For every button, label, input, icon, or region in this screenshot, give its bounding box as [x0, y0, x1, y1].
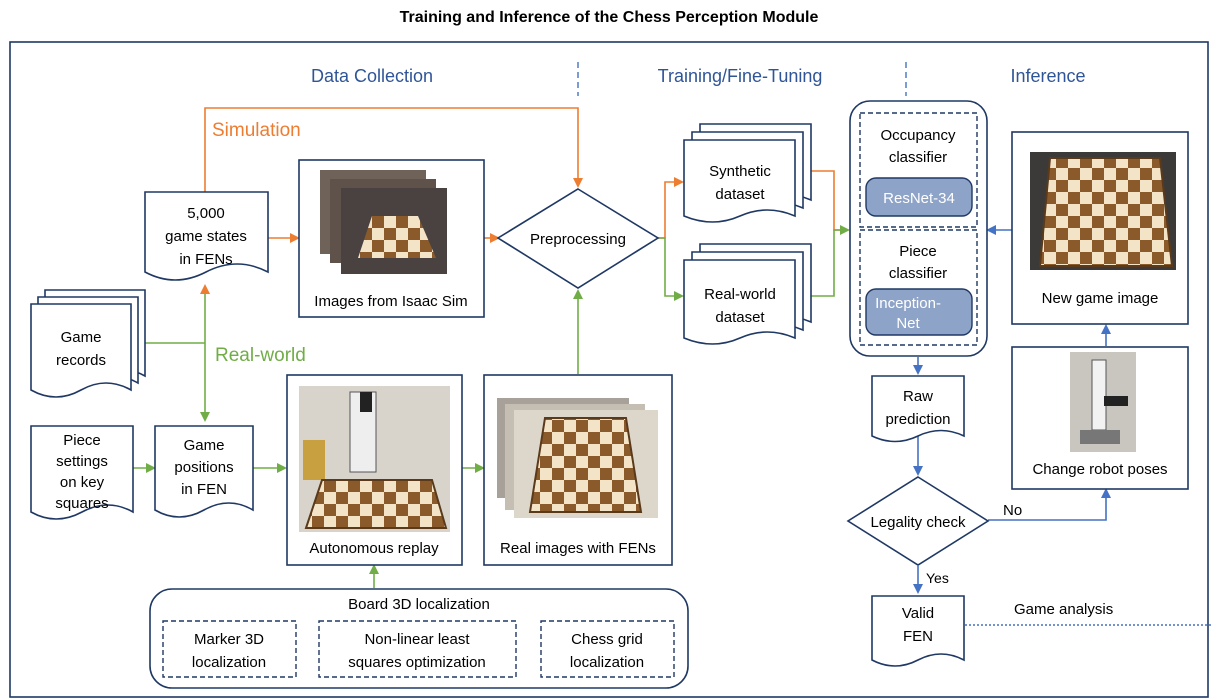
svg-text:Board 3D localization: Board 3D localization — [348, 596, 490, 613]
svg-text:squares optimization: squares optimization — [348, 654, 486, 671]
svg-text:in FENs: in FENs — [179, 251, 232, 268]
svg-text:game states: game states — [165, 228, 247, 245]
sim-chessboard — [358, 216, 436, 258]
label-yes: Yes — [926, 570, 949, 586]
doc-game-records: Game records — [30, 289, 146, 398]
svg-text:squares: squares — [55, 495, 108, 512]
svg-text:Piece: Piece — [899, 243, 937, 260]
doc-realworld-dataset: Real-world dataset — [683, 243, 812, 345]
preprocessing-diamond: Preprocessing — [496, 188, 660, 289]
diagram-title: Training and Inference of the Chess Perc… — [400, 9, 819, 26]
svg-text:New game image: New game image — [1042, 290, 1159, 307]
svg-text:positions: positions — [174, 459, 233, 476]
chess-grid-localization — [540, 620, 675, 678]
nonlinear-optimization — [318, 620, 517, 678]
svg-text:FEN: FEN — [903, 628, 933, 645]
section-training: Training/Fine-Tuning — [658, 66, 823, 86]
svg-text:Chess grid: Chess grid — [571, 631, 643, 648]
svg-text:in FEN: in FEN — [181, 481, 227, 498]
doc-game-states: 5,000 game states in FENs — [144, 191, 269, 281]
doc-game-positions: Game positions in FEN — [154, 425, 254, 518]
svg-text:ResNet-34: ResNet-34 — [883, 190, 955, 207]
svg-text:Valid: Valid — [902, 605, 934, 622]
outer-frame — [9, 41, 1209, 698]
box-isaac-sim: Images from Isaac Sim — [298, 159, 485, 318]
svg-text:Real images with FENs: Real images with FENs — [500, 540, 656, 557]
doc-raw-prediction: Raw prediction — [871, 375, 965, 443]
svg-text:Images from Isaac Sim: Images from Isaac Sim — [314, 293, 467, 310]
section-inference: Inference — [1010, 66, 1085, 86]
label-real-world: Real-world — [215, 345, 306, 366]
label-game-analysis: Game analysis — [1014, 601, 1113, 618]
svg-text:Game: Game — [184, 437, 225, 454]
box-real-images: Real images with FENs — [483, 374, 673, 566]
legality-check-diamond: Legality check — [846, 476, 990, 566]
inception-block — [865, 288, 973, 336]
edge-preprocessing-to-realworld — [658, 237, 684, 301]
box-autonomous-replay: Autonomous replay — [286, 374, 463, 566]
label-simulation: Simulation — [212, 120, 301, 141]
edge-preprocessing-to-synthetic — [658, 177, 684, 239]
svg-text:classifier: classifier — [889, 149, 947, 166]
doc-valid-fen: Valid FEN — [871, 595, 965, 667]
svg-text:localization: localization — [570, 654, 644, 671]
resnet-block — [865, 177, 973, 217]
svg-text:classifier: classifier — [889, 265, 947, 282]
svg-text:settings: settings — [56, 453, 108, 470]
svg-text:Marker 3D: Marker 3D — [194, 631, 264, 648]
box-new-game-image: New game image — [1011, 131, 1189, 325]
svg-text:Autonomous replay: Autonomous replay — [309, 540, 439, 557]
box-change-robot-poses: Change robot poses — [1011, 346, 1189, 490]
svg-text:5,000: 5,000 — [187, 205, 225, 222]
edge-legality-no — [988, 488, 1111, 521]
svg-text:Preprocessing: Preprocessing — [530, 231, 626, 248]
marker-localization — [162, 620, 297, 678]
label-no: No — [1003, 502, 1022, 519]
svg-text:on key: on key — [60, 474, 105, 491]
svg-text:Net: Net — [896, 315, 920, 332]
svg-text:dataset: dataset — [715, 309, 765, 326]
doc-synthetic-dataset: Synthetic dataset — [683, 123, 812, 223]
edge-realworld-to-model — [811, 225, 850, 297]
svg-text:Change robot poses: Change robot poses — [1032, 461, 1167, 478]
perception-model: Occupancy classifier ResNet-34 Piece cla… — [849, 100, 988, 357]
svg-text:Inception-: Inception- — [875, 295, 941, 312]
section-data-collection: Data Collection — [311, 66, 433, 86]
svg-text:Synthetic: Synthetic — [709, 163, 771, 180]
edge-synthetic-to-model — [811, 170, 848, 231]
svg-text:records: records — [56, 352, 106, 369]
board-localization-group: Board 3D localization Marker 3D localiza… — [149, 588, 689, 689]
real-chessboard — [528, 417, 643, 513]
svg-text:dataset: dataset — [715, 186, 765, 203]
doc-piece-settings: Piece settings on key squares — [30, 425, 134, 520]
svg-text:Piece: Piece — [63, 432, 101, 449]
replay-chessboard — [304, 479, 448, 529]
svg-text:Non-linear least: Non-linear least — [364, 631, 470, 648]
svg-text:Occupancy: Occupancy — [880, 127, 956, 144]
svg-text:Real-world: Real-world — [704, 286, 776, 303]
new-game-chessboard — [1038, 157, 1174, 267]
edge-states-to-preprocessing — [204, 107, 583, 192]
svg-text:Game: Game — [61, 329, 102, 346]
svg-text:Raw: Raw — [903, 388, 933, 405]
svg-text:localization: localization — [192, 654, 266, 671]
svg-text:prediction: prediction — [885, 411, 950, 428]
svg-text:Legality check: Legality check — [870, 514, 966, 531]
